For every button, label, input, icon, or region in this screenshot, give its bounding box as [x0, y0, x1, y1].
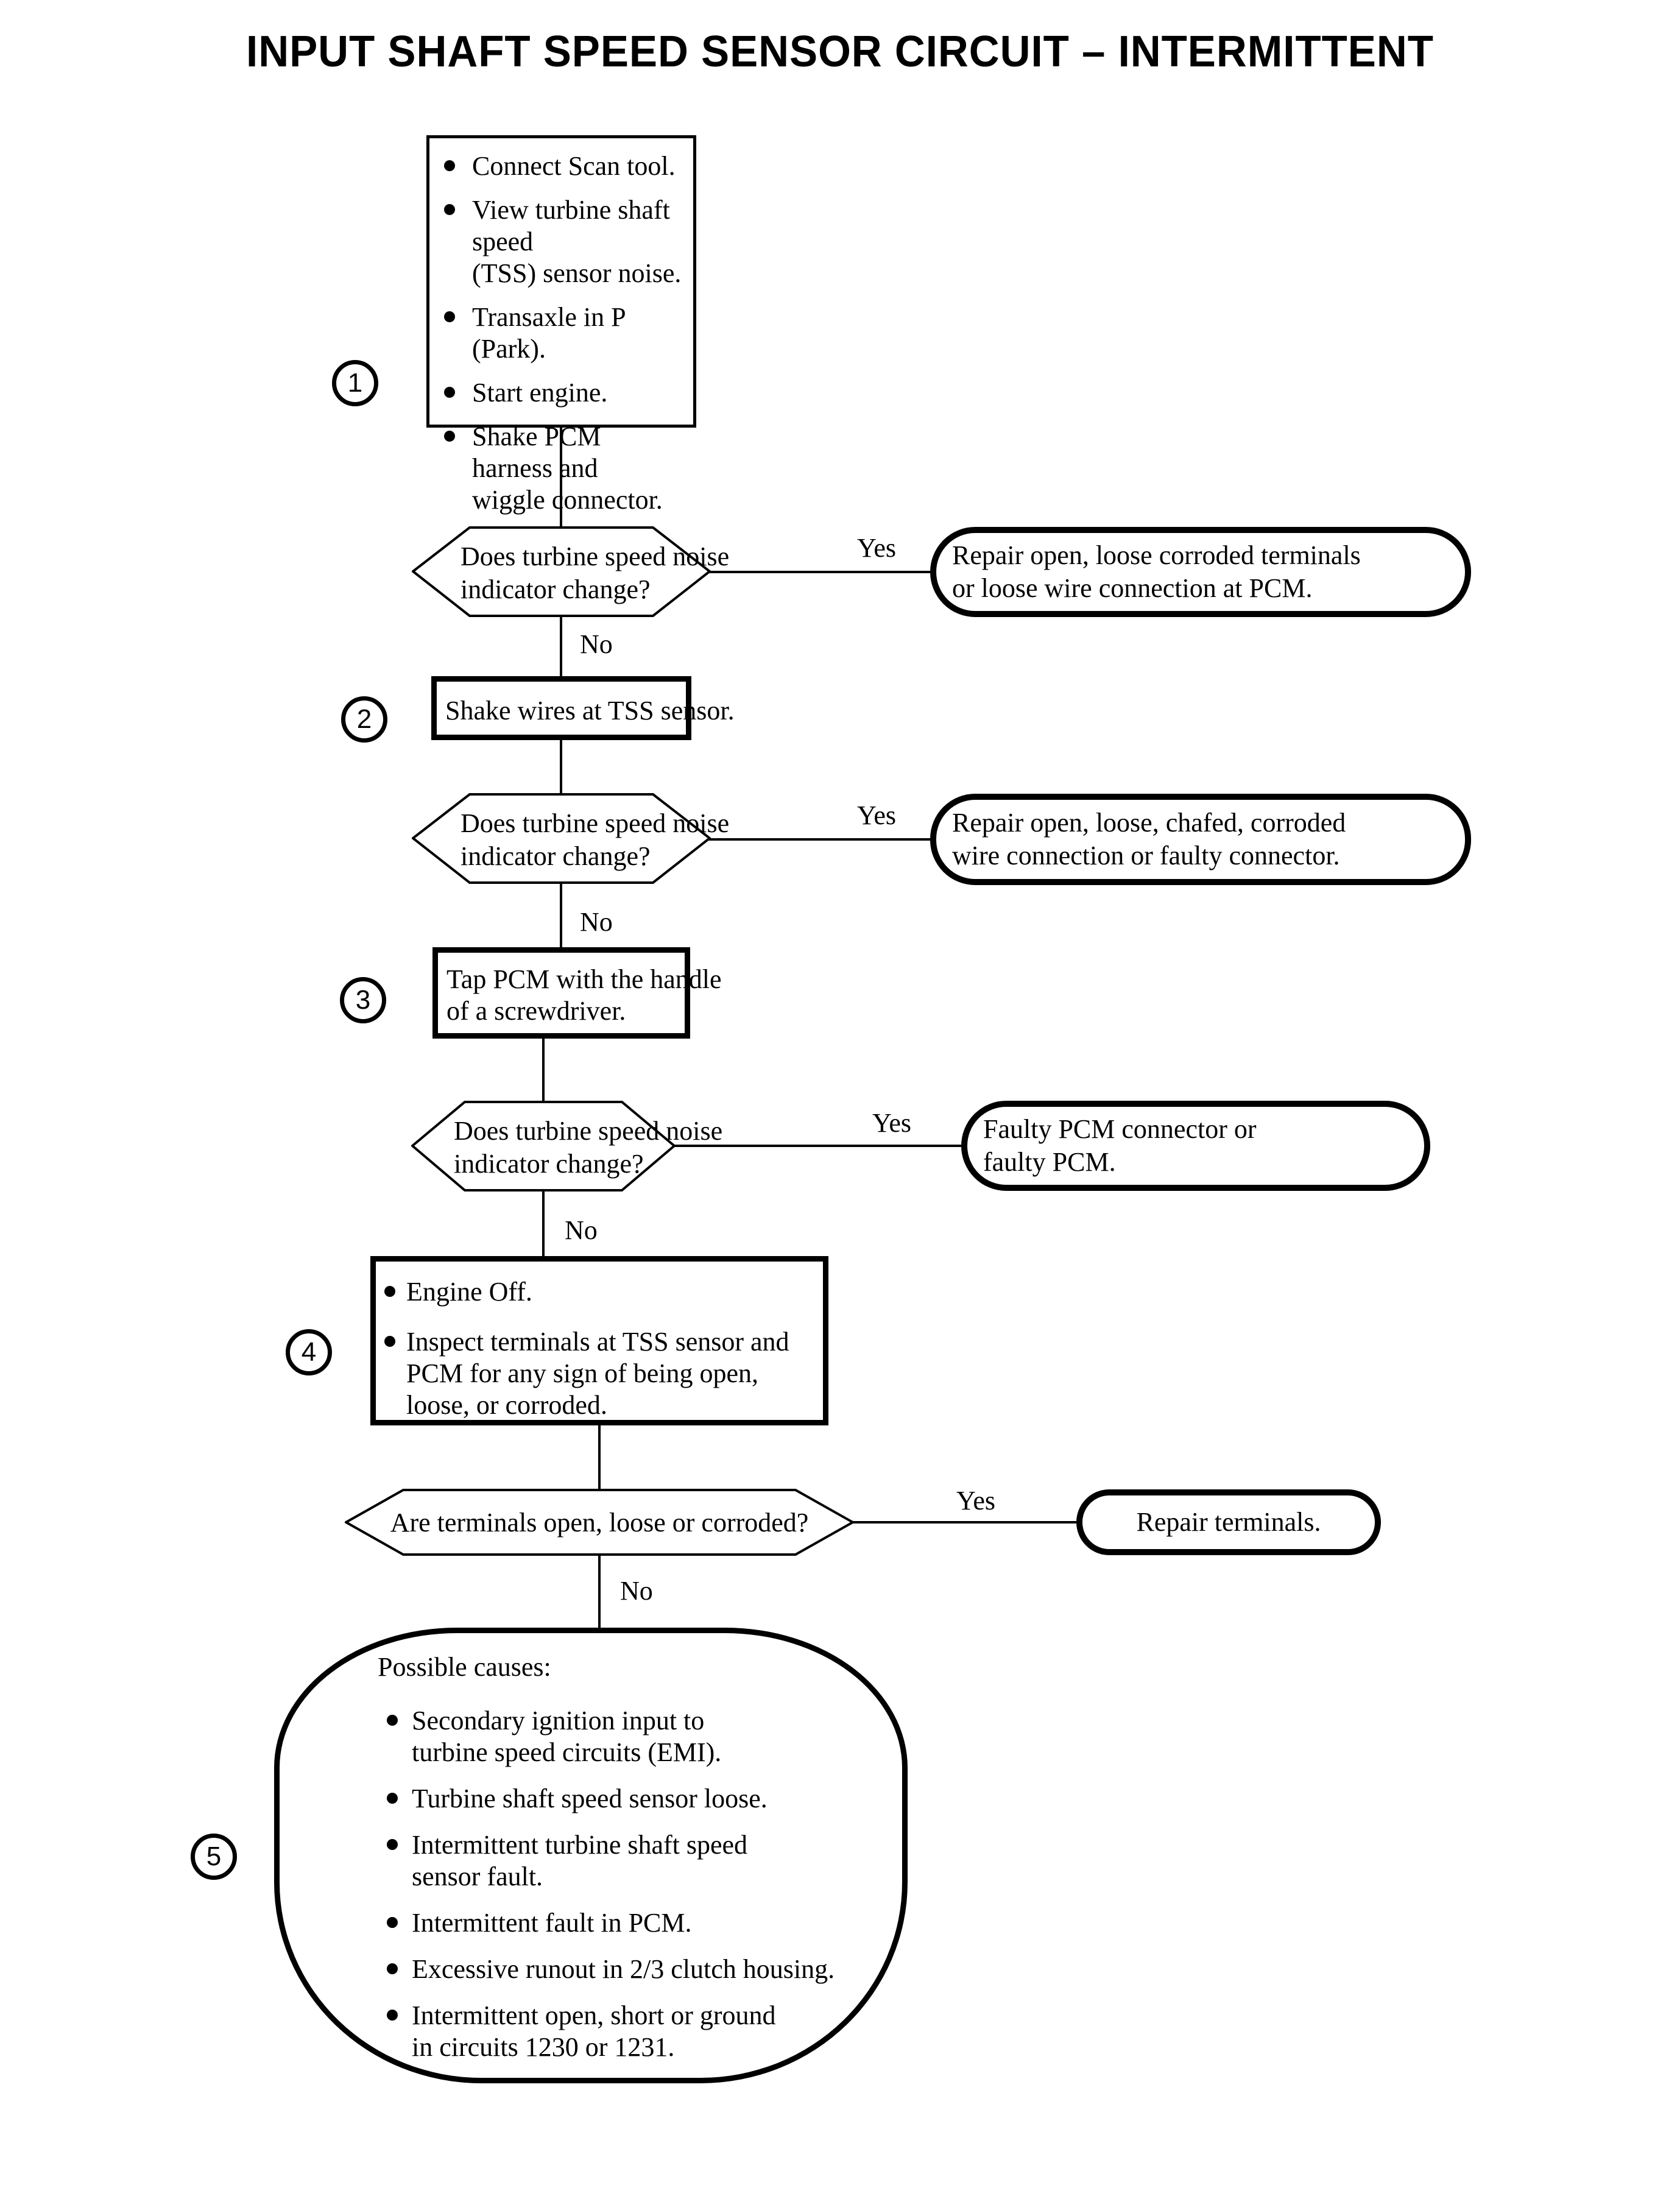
- step-badge-1: 1: [332, 360, 378, 406]
- connector-yes-4: [850, 1521, 1076, 1523]
- step-badge-2: 2: [341, 696, 387, 743]
- no-label-2: No: [580, 907, 613, 937]
- connector-decision4-causes: [598, 1554, 601, 1629]
- process-box-step2: Shake wires at TSS sensor.: [431, 676, 735, 740]
- step-badge-5: 5: [191, 1834, 237, 1880]
- list-item: Turbine shaft speed sensor loose.: [387, 1783, 902, 1815]
- connector-box4-decision4: [598, 1424, 601, 1489]
- no-label-1: No: [580, 629, 613, 659]
- decision-hexagon-2: [412, 793, 711, 884]
- step-badge-3: 3: [340, 977, 386, 1023]
- connector-box2-decision2: [560, 739, 562, 795]
- connector-yes-2: [708, 838, 931, 841]
- list-item: Transaxle in P (Park).: [444, 302, 686, 365]
- connector-box3-decision3: [542, 1037, 545, 1101]
- list-item: View turbine shaft speed (TSS) sensor no…: [444, 194, 686, 289]
- yes-label-4: Yes: [956, 1486, 996, 1516]
- process-box-step1: Connect Scan tool. View turbine shaft sp…: [426, 135, 696, 515]
- yes-label-1: Yes: [857, 533, 897, 563]
- list-item: Intermittent fault in PCM.: [387, 1907, 902, 1939]
- connector-box1-decision1: [560, 425, 562, 527]
- yes-label-2: Yes: [857, 800, 897, 830]
- decision-2-text: Does turbine speed noise indicator chang…: [461, 808, 730, 871]
- terminal-repair-pcm-terminals: Repair open, loose corroded terminals or…: [930, 527, 1471, 617]
- list-item: Start engine.: [444, 377, 686, 409]
- process-box-step4: Engine Off. Inspect terminals at TSS sen…: [370, 1256, 828, 1425]
- no-label-3: No: [565, 1215, 598, 1245]
- decision-hexagon-1: [412, 526, 711, 617]
- list-item: Connect Scan tool.: [444, 150, 686, 182]
- list-item: Engine Off.: [384, 1276, 816, 1308]
- decision-4-text: Are terminals open, loose or corroded?: [390, 1508, 809, 1537]
- step-badge-4-number: 4: [301, 1337, 317, 1367]
- terminal-faulty-pcm: Faulty PCM connector or faulty PCM.: [961, 1101, 1430, 1191]
- step-badge-3-number: 3: [355, 985, 371, 1015]
- step-badge-2-number: 2: [356, 704, 372, 734]
- yes-label-3: Yes: [872, 1108, 912, 1138]
- possible-causes-heading: Possible causes:: [378, 1652, 551, 1682]
- list-item: Intermittent open, short or ground in ci…: [387, 2000, 902, 2063]
- decision-3-text: Does turbine speed noise indicator chang…: [454, 1116, 723, 1179]
- decision-1-text: Does turbine speed noise indicator chang…: [461, 542, 730, 604]
- decision-hexagon-4: [345, 1489, 854, 1556]
- connector-decision2-box3: [560, 884, 562, 948]
- terminal-repair-terminals: Repair terminals.: [1076, 1489, 1381, 1555]
- process-box-step3: Tap PCM with the handle of a screwdriver…: [432, 947, 722, 1039]
- list-item: Intermittent turbine shaft speed sensor …: [387, 1829, 902, 1893]
- page-title: INPUT SHAFT SPEED SENSOR CIRCUIT – INTER…: [246, 27, 1434, 76]
- connector-decision1-box2: [560, 616, 562, 677]
- possible-causes-blob: Possible causes: Secondary ignition inpu…: [274, 1628, 908, 2083]
- no-label-4: No: [620, 1576, 653, 1606]
- connector-yes-1: [708, 571, 931, 573]
- list-item: Secondary ignition input to turbine spee…: [387, 1705, 902, 1768]
- step-badge-5-number: 5: [206, 1841, 222, 1871]
- connector-decision3-box4: [542, 1191, 545, 1257]
- terminal-repair-wire-connection: Repair open, loose, chafed, corroded wir…: [930, 794, 1471, 885]
- decision-hexagon-3: [411, 1101, 676, 1191]
- list-item: Shake PCM harness and wiggle connector.: [444, 421, 686, 516]
- list-item: Inspect terminals at TSS sensor and PCM …: [384, 1326, 816, 1421]
- step-badge-1-number: 1: [347, 368, 363, 398]
- connector-yes-3: [673, 1145, 962, 1147]
- list-item: Excessive runout in 2/3 clutch housing.: [387, 1954, 902, 1985]
- step-badge-4: 4: [286, 1329, 332, 1375]
